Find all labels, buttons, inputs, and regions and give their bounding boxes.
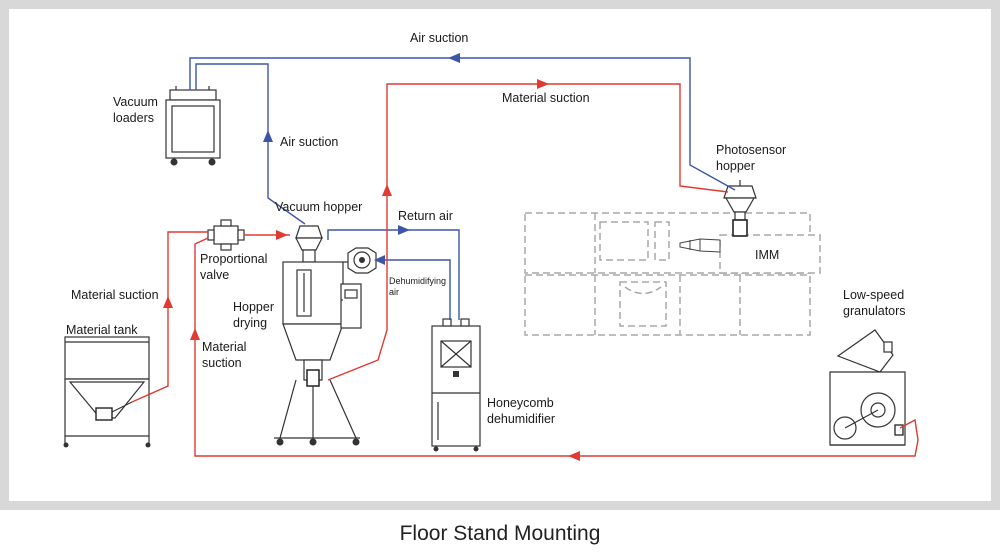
label-proportional-valve-2: valve xyxy=(200,268,229,282)
label-proportional-valve-1: Proportional xyxy=(200,252,267,266)
label-low-speed-granulators-1: Low-speed xyxy=(843,288,904,302)
system-diagram: Air suction Air suction Material suction… xyxy=(63,31,919,461)
label-return-air: Return air xyxy=(398,209,453,223)
label-hopper-drying-1: Hopper xyxy=(233,300,274,314)
honeycomb-dehumidifier xyxy=(431,318,481,452)
label-material-tank: Material tank xyxy=(66,323,138,337)
air-suction-lines xyxy=(189,53,736,320)
label-imm: IMM xyxy=(755,248,779,262)
label-dehumidifying-air-2: air xyxy=(389,287,399,297)
photosensor-hopper xyxy=(723,180,757,237)
material-tank xyxy=(63,336,151,448)
label-material-suction-left-b-1: Material xyxy=(202,340,246,354)
diagram-caption: Floor Stand Mounting xyxy=(399,522,601,545)
label-vacuum-hopper: Vacuum hopper xyxy=(275,200,362,214)
label-material-suction-left: Material suction xyxy=(71,288,159,302)
label-photosensor-hopper-2: hopper xyxy=(716,159,755,173)
label-vacuum-loaders-1: Vacuum xyxy=(113,95,158,109)
label-hopper-drying-2: drying xyxy=(233,316,267,330)
label-air-suction-top: Air suction xyxy=(410,31,468,45)
hopper-dryer xyxy=(274,225,377,446)
material-suction-lines xyxy=(131,79,919,461)
label-photosensor-hopper-1: Photosensor xyxy=(716,143,786,157)
injection-molding-machine xyxy=(524,212,821,336)
label-dehumidifying-air-1: Dehumidifying xyxy=(389,276,446,286)
proportional-valve xyxy=(207,219,245,251)
label-air-suction-side: Air suction xyxy=(280,135,338,149)
vacuum-loaders xyxy=(165,86,221,166)
low-speed-granulator xyxy=(829,329,906,446)
label-honeycomb-dehumidifier-2: dehumidifier xyxy=(487,412,555,426)
label-material-suction-left-b-2: suction xyxy=(202,356,242,370)
label-material-suction-top: Material suction xyxy=(502,91,590,105)
label-low-speed-granulators-2: granulators xyxy=(843,304,906,318)
label-honeycomb-dehumidifier-1: Honeycomb xyxy=(487,396,554,410)
label-vacuum-loaders-2: loaders xyxy=(113,111,154,125)
